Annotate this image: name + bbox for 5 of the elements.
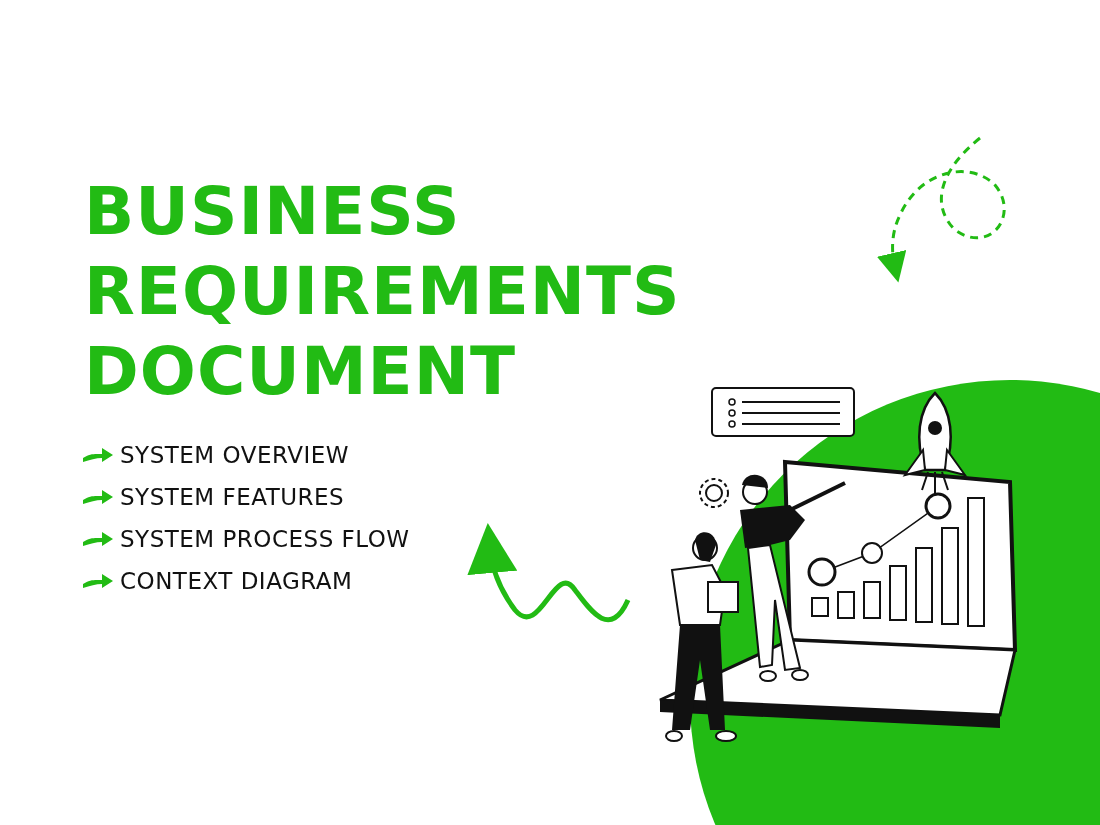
list-item: SYSTEM FEATURES <box>120 484 345 510</box>
list-item: SYSTEM PROCESS FLOW <box>120 526 410 552</box>
list-item: SYSTEM OVERVIEW <box>120 442 349 468</box>
title: BUSINESS REQUIREMENTS DOCUMENT <box>84 172 682 412</box>
list-item: CONTEXT DIAGRAM <box>120 568 353 594</box>
